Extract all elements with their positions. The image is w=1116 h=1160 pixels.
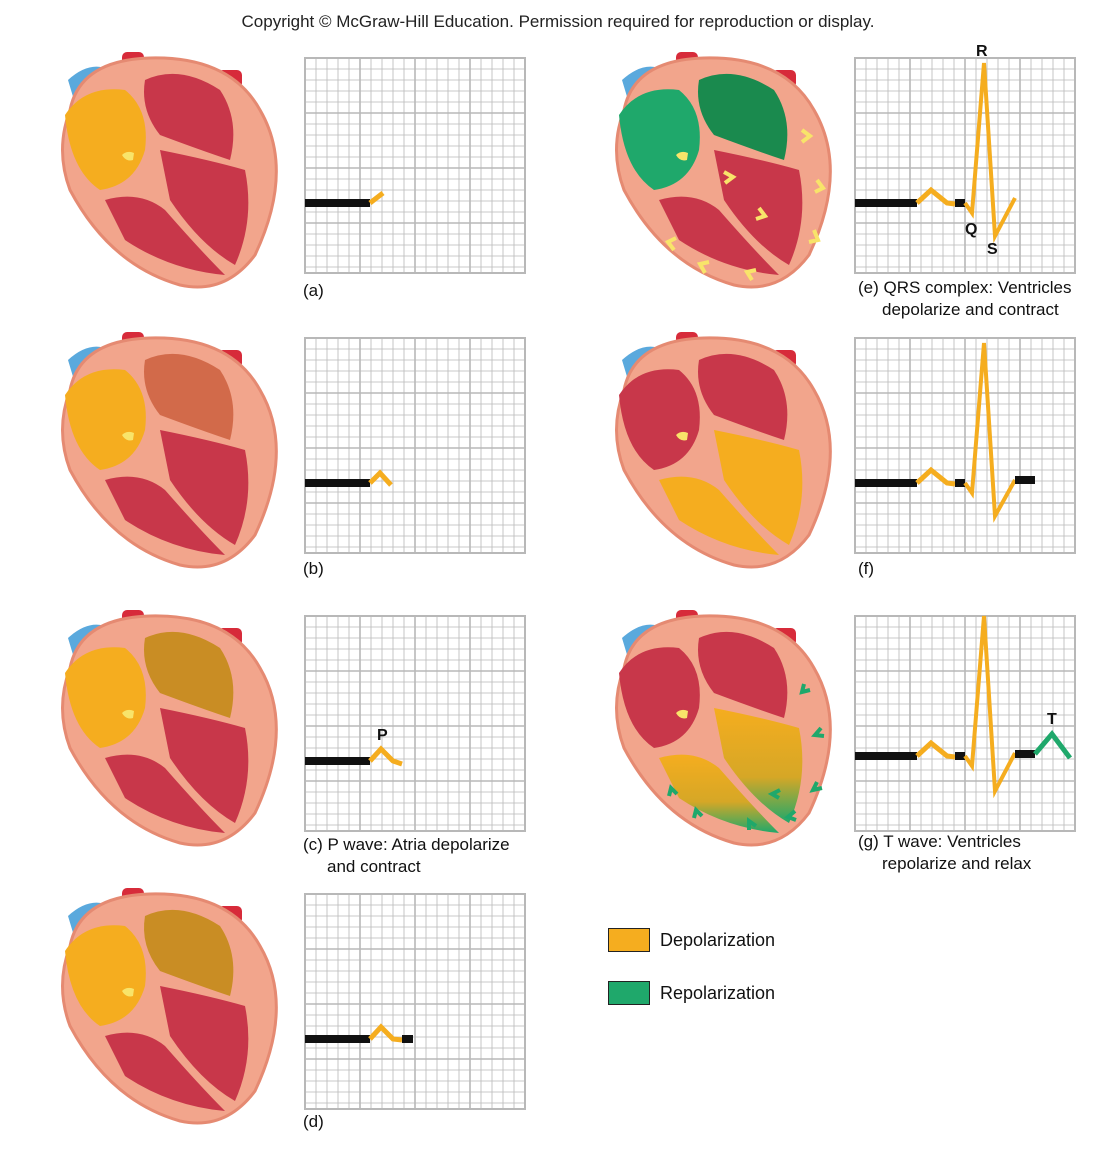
caption-e-line1: (e) QRS complex: Ventricles xyxy=(858,278,1072,297)
legend-repolarization-label: Repolarization xyxy=(660,982,776,1003)
repolarization-arrow-icon xyxy=(809,781,823,793)
repolarization-arrow-icon xyxy=(811,726,825,738)
depolarization-arrow-icon xyxy=(755,206,769,221)
repolarization-arrow-icon xyxy=(767,788,781,800)
legend-depolarization: Depolarization xyxy=(608,928,775,952)
repolarization-arrow-icon xyxy=(784,809,797,822)
caption-e: (e) QRS complex: Ventricles depolarize a… xyxy=(858,277,1072,321)
caption-f-line1: (f) xyxy=(858,559,875,578)
heart-illustration-c xyxy=(30,598,290,858)
heart-illustration-a xyxy=(30,40,290,300)
ecg-grid-b xyxy=(304,337,526,554)
caption-g-line2: repolarize and relax xyxy=(882,854,1032,873)
repolarization-arrow-icon xyxy=(692,806,704,819)
ecg-grid-c: P xyxy=(304,615,526,832)
repolarization-swatch xyxy=(608,981,650,1005)
ecg-grid-a xyxy=(304,57,526,274)
repolarization-arrow-icon xyxy=(667,784,679,797)
ecg-grid-g: T xyxy=(854,615,1076,832)
heart-illustration-f xyxy=(584,320,844,580)
ecg-grid-e: R Q S xyxy=(854,43,1076,274)
depolarization-arrow-icon xyxy=(808,229,821,244)
legend-repolarization: Repolarization xyxy=(608,981,775,1005)
depolarization-arrow-icon xyxy=(696,260,710,274)
depolarization-arrow-icon xyxy=(814,178,827,194)
legend-depolarization-label: Depolarization xyxy=(660,929,776,950)
q-wave-label: Q xyxy=(965,221,977,238)
r-wave-label: R xyxy=(976,43,988,60)
caption-b-line1: (b) xyxy=(303,559,324,578)
caption-a: (a) xyxy=(303,280,324,302)
ecg-grid-d xyxy=(304,893,526,1110)
caption-g-line1: (g) T wave: Ventricles xyxy=(858,832,1021,851)
caption-c-line2: and contract xyxy=(327,857,421,876)
copyright-notice: Copyright © McGraw-Hill Education. Permi… xyxy=(241,12,875,31)
heart-illustration-d xyxy=(30,876,290,1136)
depolarization-swatch xyxy=(608,928,650,952)
ecg-grid-f xyxy=(854,337,1076,554)
caption-g: (g) T wave: Ventricles repolarize and re… xyxy=(858,831,1031,875)
depolarization-arrow-icon xyxy=(743,268,757,282)
t-wave-label: T xyxy=(1047,711,1057,728)
p-wave-label: P xyxy=(377,727,388,744)
depolarization-arrow-icon xyxy=(723,170,737,185)
caption-b: (b) xyxy=(303,558,324,580)
heart-illustration-b xyxy=(30,320,290,580)
s-wave-label: S xyxy=(987,241,998,258)
caption-c-line1: (c) P wave: Atria depolarize xyxy=(303,835,510,854)
caption-d: (d) xyxy=(303,1111,324,1133)
depolarization-arrow-icon xyxy=(664,236,677,252)
caption-a-line1: (a) xyxy=(303,281,324,300)
heart-illustration-e xyxy=(584,40,844,300)
depolarization-arrow-icon xyxy=(800,128,814,144)
caption-c: (c) P wave: Atria depolarize and contrac… xyxy=(303,834,510,878)
heart-illustration-g xyxy=(584,598,844,858)
caption-d-line1: (d) xyxy=(303,1112,324,1131)
caption-f: (f) xyxy=(858,558,874,580)
caption-e-line2: depolarize and contract xyxy=(882,300,1059,319)
repolarization-arrow-icon xyxy=(799,683,811,695)
repolarization-arrow-icon xyxy=(747,817,758,830)
